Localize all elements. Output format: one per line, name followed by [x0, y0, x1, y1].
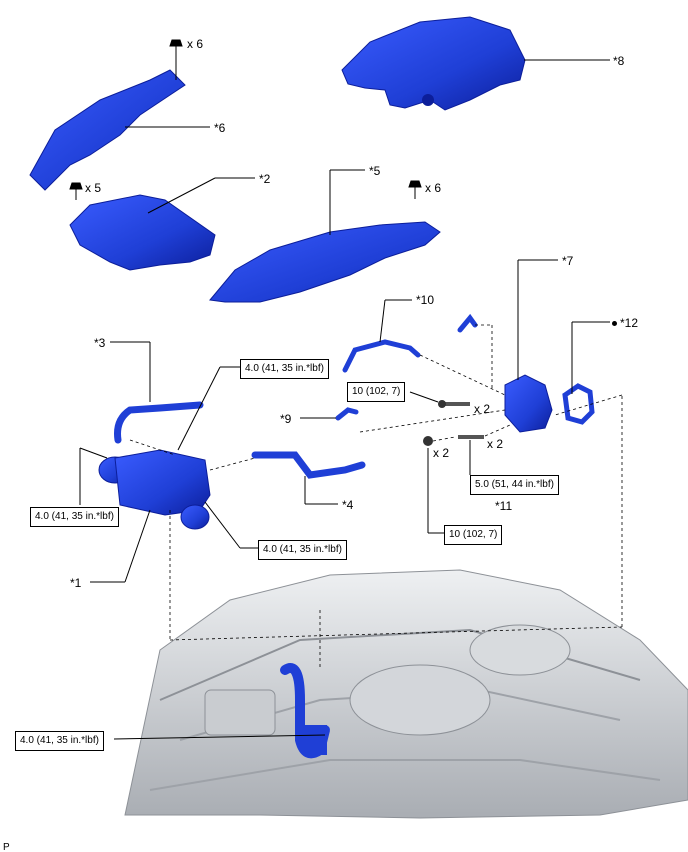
callout-5: *5	[369, 164, 381, 178]
torque-air-cleaner-lower: 4.0 (41, 35 in.*lbf)	[258, 540, 347, 560]
dashed-guides	[129, 324, 623, 670]
engine-compartment	[124, 569, 688, 819]
under-cover-part2	[69, 194, 216, 271]
torque-air-cleaner-top: 4.0 (41, 35 in.*lbf)	[240, 359, 329, 379]
callout-8: *8	[613, 54, 625, 68]
qty-nut: x 2	[433, 446, 450, 460]
bullet-icon	[612, 321, 617, 327]
callout-6: *6	[214, 121, 226, 135]
hose-part10	[342, 339, 421, 373]
leader-lines	[79, 58, 610, 740]
air-cleaner-part1	[98, 449, 211, 530]
callout-3: *3	[94, 336, 106, 350]
torque-bolt: 10 (102, 7)	[347, 382, 406, 402]
throttle-part7	[504, 374, 553, 433]
figure-code: P	[3, 842, 10, 852]
qty-clip-left: x 5	[85, 181, 102, 195]
hose-part10b	[457, 313, 478, 333]
side-cover-part5	[209, 221, 441, 303]
qty-stud: x 2	[487, 437, 504, 451]
qty-clip-top: x 6	[187, 37, 204, 51]
callout-4: *4	[342, 498, 354, 512]
torque-air-cleaner-left: 4.0 (41, 35 in.*lbf)	[30, 507, 119, 527]
torque-engine: 4.0 (41, 35 in.*lbf)	[15, 731, 104, 751]
engine-cover-part8	[341, 16, 526, 111]
callout-12: *12	[612, 316, 638, 330]
qty-bolt: x 2	[474, 402, 491, 416]
hose-part3	[114, 401, 204, 444]
callout-9: *9	[280, 412, 292, 426]
torque-nut: 10 (102, 7)	[444, 525, 503, 545]
callout-7: *7	[562, 254, 574, 268]
torque-stud: 5.0 (51, 44 in.*lbf)	[470, 475, 559, 495]
callout-10: *10	[416, 293, 435, 307]
callout-1: *1	[70, 576, 82, 590]
hose-part4	[251, 451, 366, 479]
upper-cover-part6	[29, 69, 186, 191]
fasteners	[423, 400, 484, 446]
callout-2: *2	[259, 172, 271, 186]
pipe-part9	[335, 407, 359, 421]
gasket-part12	[562, 383, 595, 425]
qty-clip-right: x 6	[425, 181, 442, 195]
clips	[69, 39, 422, 200]
callout-11: *11	[495, 499, 513, 513]
